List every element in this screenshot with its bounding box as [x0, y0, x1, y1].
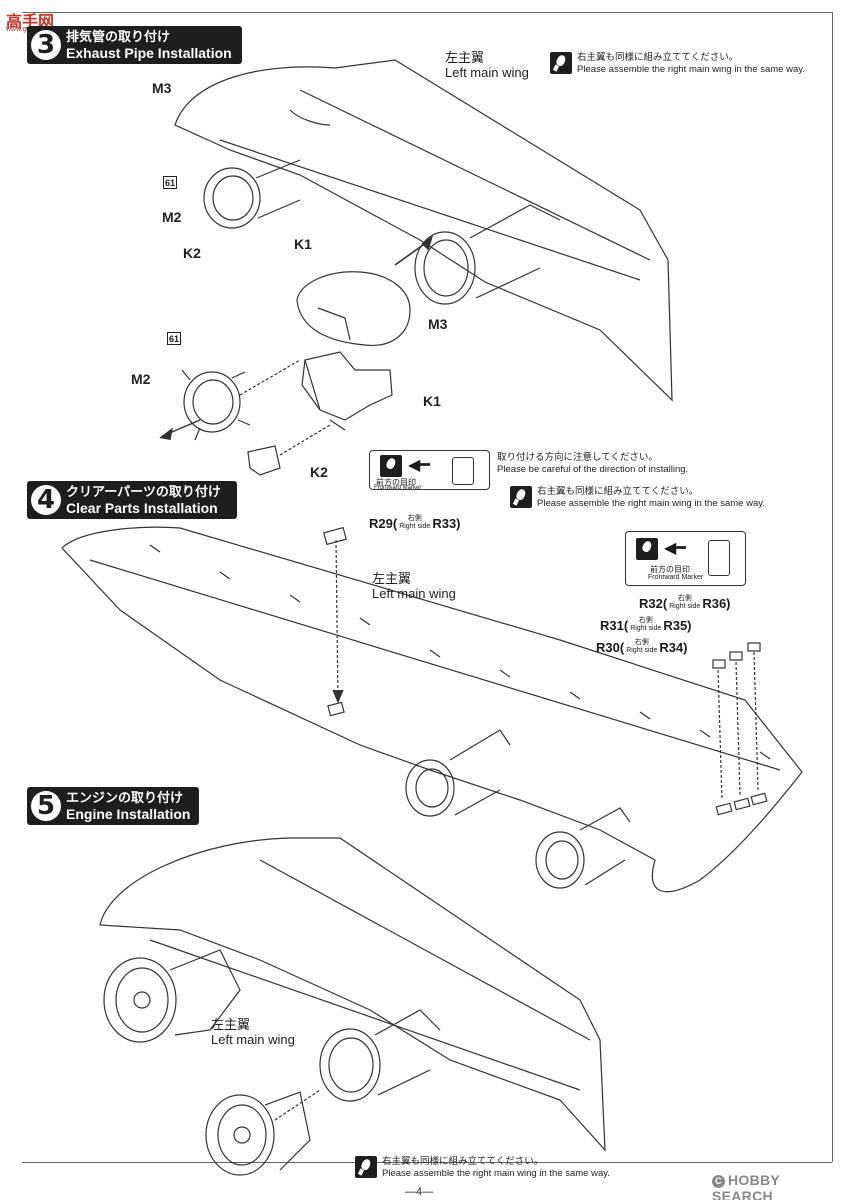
- step5-same-note: 右主翼も同様に組み立ててください。 Please assemble the ri…: [355, 1156, 610, 1180]
- step4-wing-label-jp: 左主翼: [372, 571, 412, 586]
- step3-direction-note-en: Please be careful of the direction of in…: [497, 464, 689, 475]
- marker-label-en: Frontward Marker: [648, 574, 704, 581]
- r32-left: R32(: [639, 595, 668, 611]
- r29-small-en: Right side: [399, 523, 431, 530]
- r30-small-jp: 右側: [634, 639, 649, 646]
- part-number-61-mid: 61: [167, 332, 181, 345]
- part-label-r30: R30( 右側 Right side R34): [596, 639, 688, 655]
- step5-title-en: Engine Installation: [66, 806, 191, 822]
- step4-same-note-jp: 右主翼も同様に組み立ててください。: [537, 486, 699, 497]
- page-border-right: [832, 12, 833, 1162]
- r31-small-jp: 右側: [638, 617, 653, 624]
- caution-icon: [355, 1156, 377, 1178]
- step3-direction-note-jp: 取り付ける方向に注意してください。: [497, 452, 658, 463]
- frontward-marker-box-s3: ◀━ 前方の目印 Frontward Marker: [369, 450, 490, 491]
- part-number-61-top: 61: [163, 176, 177, 189]
- page-number: —4—: [405, 1186, 434, 1198]
- part-label-k2-mid: K2: [310, 464, 328, 480]
- r29-left: R29(: [369, 515, 398, 531]
- step5-header: 5 エンジンの取り付け Engine Installation: [27, 787, 199, 825]
- step4-same-note: 右主翼も同様に組み立ててください。 Please assemble the ri…: [510, 486, 765, 510]
- r31-right: R35): [663, 617, 692, 633]
- r29-right: R33): [432, 515, 461, 531]
- step3-exploded-parts: [159, 271, 411, 476]
- step3-same-note-en: Please assemble the right main wing in t…: [577, 64, 805, 75]
- caution-icon: [636, 538, 658, 560]
- arrow-left-icon: ◀━: [408, 457, 430, 474]
- r31-left: R31(: [600, 617, 629, 633]
- part-label-k1-top: K1: [294, 236, 312, 252]
- part-label-r29: R29( 右側 Right side R33): [369, 515, 461, 531]
- step4-header: 4 クリアーパーツの取り付け Clear Parts Installation: [27, 481, 237, 519]
- part-label-r31: R31( 右側 Right side R35): [600, 617, 692, 633]
- step4-number: 4: [31, 485, 61, 515]
- exhaust-part-icon: [708, 540, 730, 576]
- step4-title-en: Clear Parts Installation: [66, 500, 218, 516]
- step3-wing-label: 左主翼 Left main wing: [445, 50, 529, 80]
- step4-wing-label: 左主翼 Left main wing: [372, 571, 456, 601]
- r30-right: R34): [659, 639, 688, 655]
- caution-icon: [550, 52, 572, 74]
- step3-direction-note: 取り付ける方向に注意してください。 Please be careful of t…: [497, 452, 688, 476]
- step3-title-jp: 排気管の取り付け: [66, 29, 171, 44]
- step3-title-en: Exhaust Pipe Installation: [66, 45, 232, 61]
- caution-icon: [510, 486, 532, 508]
- marker-label-jp: 前方の目印: [376, 478, 416, 487]
- step5-same-note-jp: 右主翼も同様に組み立ててください。: [382, 1156, 544, 1167]
- frontward-marker-box-s4: ◀━ 前方の目印 Frontward Marker: [625, 531, 746, 586]
- r32-small-en: Right side: [669, 603, 701, 610]
- page-border-top: [22, 12, 832, 13]
- watermark-text: HOBBY SEARCH: [712, 1172, 780, 1200]
- step5-wing-label-en: Left main wing: [211, 1032, 295, 1047]
- r29-small-jp: 右側: [407, 515, 422, 522]
- r32-right: R36): [702, 595, 731, 611]
- r32-small-jp: 右側: [677, 595, 692, 602]
- exhaust-part-icon: [452, 457, 474, 485]
- step4-wing-label-en: Left main wing: [372, 586, 456, 601]
- step5-number: 5: [31, 791, 61, 821]
- part-label-m3-top: M3: [152, 80, 172, 96]
- step5-same-note-en: Please assemble the right main wing in t…: [382, 1168, 610, 1179]
- step5-wing-label: 左主翼 Left main wing: [211, 1017, 295, 1047]
- step3-header: 3 排気管の取り付け Exhaust Pipe Installation: [27, 26, 242, 64]
- step4-wing-drawing: [61, 526, 803, 893]
- step5-wing-label-jp: 左主翼: [211, 1017, 251, 1032]
- r30-small-en: Right side: [626, 647, 658, 654]
- part-label-r32: R32( 右側 Right side R36): [639, 595, 731, 611]
- page-border-bottom: [22, 1162, 832, 1163]
- step3-wing-drawing: [174, 59, 673, 402]
- marker-label-en: Frontward Marker: [374, 485, 422, 491]
- step3-wing-label-en: Left main wing: [445, 65, 529, 80]
- marker-label-jp: 前方の目印: [650, 565, 690, 574]
- part-label-m2-top: M2: [162, 209, 182, 225]
- arrow-left-icon: ◀━: [664, 540, 686, 557]
- part-label-k2-top: K2: [183, 245, 201, 261]
- caution-icon: [380, 455, 402, 477]
- part-label-m2-mid: M2: [131, 371, 151, 387]
- copyright-icon: C: [712, 1175, 725, 1188]
- step4-same-note-en: Please assemble the right main wing in t…: [537, 498, 765, 509]
- step5-wing-drawing: [99, 837, 606, 1176]
- r31-small-en: Right side: [630, 625, 662, 632]
- part-label-k1-mid: K1: [423, 393, 441, 409]
- step3-same-note-jp: 右主翼も同様に組み立ててください。: [577, 52, 739, 63]
- part-label-m3-mid: M3: [428, 316, 448, 332]
- step4-title-jp: クリアーパーツの取り付け: [66, 484, 221, 499]
- step3-same-note: 右主翼も同様に組み立ててください。 Please assemble the ri…: [550, 52, 805, 76]
- step3-wing-label-jp: 左主翼: [445, 50, 485, 65]
- step5-title-jp: エンジンの取り付け: [66, 790, 184, 805]
- step3-number: 3: [31, 30, 61, 60]
- r30-left: R30(: [596, 639, 625, 655]
